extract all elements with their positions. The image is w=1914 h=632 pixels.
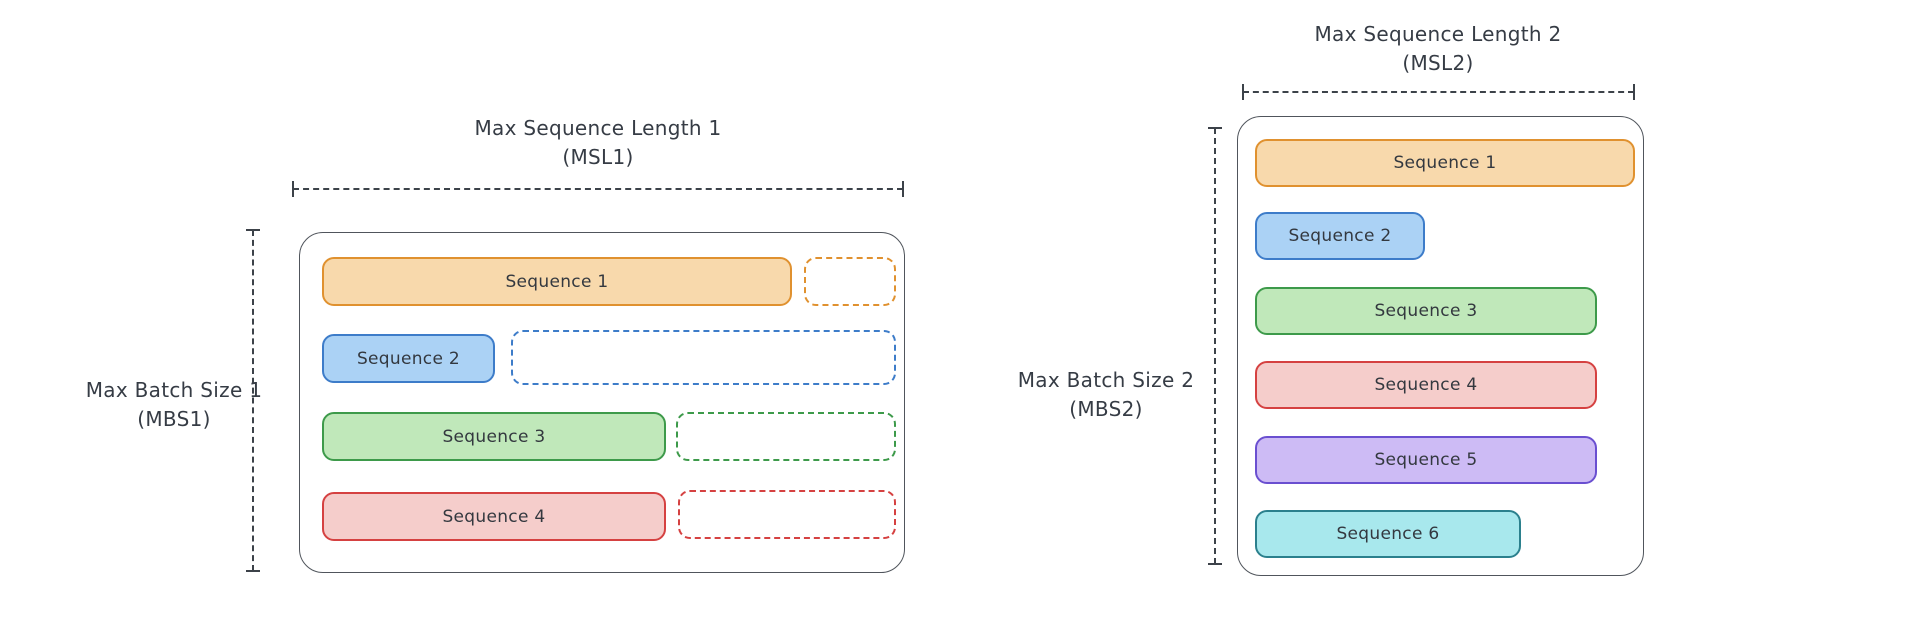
dimension-tick xyxy=(1208,127,1222,129)
msl2-dimension-line xyxy=(1242,84,1635,100)
mbs1-label-line2: (MBS1) xyxy=(137,407,211,431)
mbs2-dimension-line xyxy=(1208,127,1222,565)
sequence-bar: Sequence 3 xyxy=(322,412,666,461)
sequence-bar: Sequence 2 xyxy=(322,334,495,383)
sequence-bar: Sequence 6 xyxy=(1255,510,1521,558)
sequence-bar: Sequence 4 xyxy=(322,492,666,541)
mbs1-label: Max Batch Size 1 (MBS1) xyxy=(24,376,324,434)
dimension-tick xyxy=(1633,84,1635,100)
sequence-bar: Sequence 3 xyxy=(1255,287,1597,335)
padding-placeholder-box xyxy=(676,412,896,461)
mbs2-label: Max Batch Size 2 (MBS2) xyxy=(956,366,1256,424)
msl2-title-line1: Max Sequence Length 2 xyxy=(1314,22,1562,46)
dimension-tick xyxy=(1208,563,1222,565)
sequence-bar: Sequence 4 xyxy=(1255,361,1597,409)
dimension-tick xyxy=(1242,84,1244,100)
batch-container-right: Sequence 1 Sequence 2 Sequence 3 Sequenc… xyxy=(1237,116,1644,576)
dimension-tick xyxy=(902,181,904,197)
mbs1-label-line1: Max Batch Size 1 xyxy=(85,378,263,402)
batch-container-left: Sequence 1 Sequence 2 Sequence 3 Sequenc… xyxy=(299,232,905,573)
mbs1-dimension-line xyxy=(246,229,260,572)
padding-placeholder-box xyxy=(804,257,896,306)
sequence-bar: Sequence 1 xyxy=(322,257,792,306)
mbs2-label-line1: Max Batch Size 2 xyxy=(1017,368,1195,392)
msl1-title-line2: (MSL1) xyxy=(562,145,634,169)
padding-placeholder-box xyxy=(511,330,896,385)
msl1-title-line1: Max Sequence Length 1 xyxy=(474,116,722,140)
msl1-dimension-line xyxy=(292,181,904,197)
msl1-title: Max Sequence Length 1 (MSL1) xyxy=(348,114,848,172)
msl2-title-line2: (MSL2) xyxy=(1402,51,1474,75)
sequence-bar: Sequence 2 xyxy=(1255,212,1425,260)
msl2-title: Max Sequence Length 2 (MSL2) xyxy=(1188,20,1688,78)
dimension-tick xyxy=(246,570,260,572)
sequence-bar: Sequence 1 xyxy=(1255,139,1635,187)
dimension-tick xyxy=(246,229,260,231)
dimension-tick xyxy=(292,181,294,197)
mbs2-label-line2: (MBS2) xyxy=(1069,397,1143,421)
padding-placeholder-box xyxy=(678,490,896,539)
sequence-bar: Sequence 5 xyxy=(1255,436,1597,484)
